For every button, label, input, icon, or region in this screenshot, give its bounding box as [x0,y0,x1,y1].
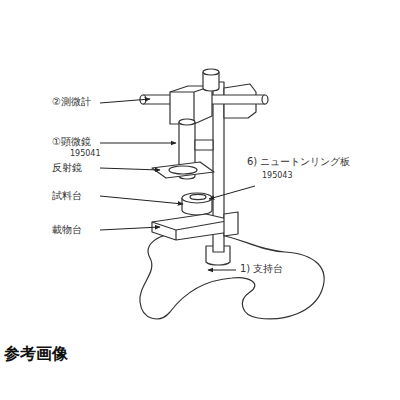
stage-top [182,193,212,203]
micrometer-housing [170,86,212,124]
leader-arrow [100,143,176,144]
leader-arrow [100,99,150,103]
support-base [140,231,324,319]
housing-edge [170,86,212,124]
stage-edge [152,220,232,240]
part-number: 195041 [70,149,101,158]
tube-top [179,119,195,125]
leader-arrow [100,227,160,230]
stage-clamp [224,212,238,236]
callout-label: 反射鏡 [52,162,82,174]
leader-arrow [208,270,236,271]
newton-ring-plate [190,194,206,199]
object-stage [152,214,232,240]
leader-arrow [100,168,160,170]
callout-label: 載物台 [52,224,82,236]
leader-arrow [209,186,255,199]
callout-label: 6) ニュートンリング板 [247,156,350,168]
callout-label: 1) 支持台 [240,263,283,275]
part-number: 195043 [262,171,293,180]
reflector-mirror [152,162,214,178]
callout-label: ②測微計 [52,96,91,108]
callout-label: 試料台 [52,190,82,202]
rod-end [262,95,268,104]
mirror-glass [169,166,197,174]
knob-top [203,69,219,75]
mirror-holder [195,140,213,150]
caption: 参考画像 [4,345,68,363]
callout-label: ①顕微鏡 [52,136,91,148]
leader-arrow [100,196,183,204]
